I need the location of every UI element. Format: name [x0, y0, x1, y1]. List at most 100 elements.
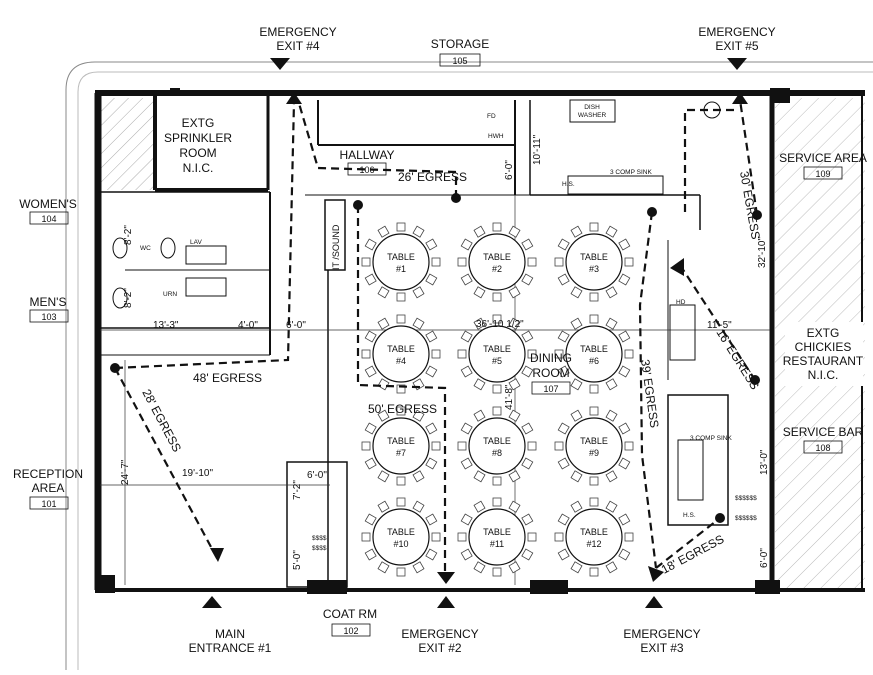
chair: [624, 349, 634, 359]
chair: [460, 238, 473, 251]
mens-name: MEN'S: [30, 295, 67, 309]
chair: [570, 225, 583, 238]
arrow-exit-2: [437, 572, 455, 584]
site-line-inner: [77, 71, 873, 670]
chair: [508, 225, 521, 238]
table-number: #7: [396, 448, 406, 458]
table-number: #5: [492, 356, 502, 366]
chair: [396, 476, 406, 486]
chair: [460, 365, 473, 378]
tables: TABLE#1TABLE#2TABLE#3TABLE#4TABLE#5TABLE…: [361, 222, 634, 577]
chair: [460, 273, 473, 286]
hd-label: HD: [676, 299, 686, 306]
chair: [492, 497, 502, 507]
chair: [361, 257, 371, 267]
chair: [618, 422, 631, 435]
chair: [460, 513, 473, 526]
chair: [605, 317, 618, 330]
dim-4-0: 4'-0": [238, 320, 258, 331]
table-top: [468, 417, 526, 475]
table-label: TABLE: [580, 344, 608, 354]
service-bar-name: SERVICE BAR: [783, 425, 864, 439]
chair: [521, 238, 534, 251]
dim-36-10: 36'-10 1/2": [476, 319, 524, 330]
arrow-exit-3: [648, 566, 664, 582]
sprinkler-hatch: [100, 98, 155, 190]
chair: [364, 422, 377, 435]
chair: [425, 365, 438, 378]
womens-name: WOMEN'S: [19, 197, 77, 211]
chickies-l3: RESTAURANT: [783, 354, 864, 368]
chair: [557, 330, 570, 343]
chair: [589, 476, 599, 486]
chair: [492, 292, 502, 302]
storage-name: STORAGE: [431, 37, 489, 51]
table-6: TABLE#6: [554, 314, 634, 394]
table-7: TABLE #7: [361, 406, 441, 486]
chair: [605, 286, 618, 299]
dim-8-2-top: 8'-2": [123, 225, 134, 245]
exit-4-line2: EXIT #4: [276, 39, 319, 53]
chair: [521, 513, 534, 526]
egress-path-28: [114, 367, 219, 561]
chair: [377, 378, 390, 391]
table-label: TABLE: [387, 436, 415, 446]
dim-13-0: 13'-0": [759, 449, 770, 475]
chair: [557, 457, 570, 470]
chair: [412, 225, 425, 238]
dimension-lines: [100, 195, 770, 585]
table-label: TABLE: [483, 527, 511, 537]
chair: [412, 470, 425, 483]
chair: [570, 286, 583, 299]
table-2: TABLE#2: [457, 222, 537, 302]
chair: [425, 238, 438, 251]
hallway-num: 106: [359, 165, 374, 175]
chair: [412, 500, 425, 513]
chair: [618, 457, 631, 470]
egress-path-39: [638, 211, 658, 569]
chair: [473, 561, 486, 574]
mens-num: 103: [41, 312, 56, 322]
table-1: TABLE#1: [361, 222, 441, 302]
chair: [396, 222, 406, 232]
dining-num: 107: [543, 384, 558, 394]
chair: [618, 330, 631, 343]
svg-text:$$$$$$: $$$$$$: [735, 495, 757, 502]
dim-6-0: 6'-0": [286, 320, 306, 331]
chair: [605, 409, 618, 422]
chair: [396, 497, 406, 507]
chair: [492, 476, 502, 486]
main-entrance-line1: MAIN: [215, 627, 245, 641]
chair: [557, 273, 570, 286]
storage-num: 105: [452, 56, 467, 66]
dim-6-0-coat: 6'-0": [307, 470, 327, 481]
egress-30-label: 30' EGRESS: [737, 170, 763, 240]
chair: [431, 257, 441, 267]
coat-num: 102: [343, 626, 358, 636]
chair: [557, 365, 570, 378]
chair: [361, 441, 371, 451]
chair: [492, 384, 502, 394]
svg-text:$$$$: $$$$: [312, 545, 327, 552]
sprinkler-l2: SPRINKLER: [164, 131, 232, 145]
chair: [521, 273, 534, 286]
svg-text:$$$$$$: $$$$$$: [735, 515, 757, 522]
chair: [570, 561, 583, 574]
table-top: [565, 325, 623, 383]
fd-label: FD: [487, 113, 496, 120]
dim-32-10: 32'-10": [757, 237, 768, 268]
chair: [605, 500, 618, 513]
chickies-l4: N.I.C.: [808, 368, 839, 382]
svg-text:$$$$: $$$$: [312, 535, 327, 542]
chair: [589, 314, 599, 324]
wc-label: WC: [140, 245, 151, 252]
chair: [492, 314, 502, 324]
chair: [605, 561, 618, 574]
chair: [605, 378, 618, 391]
chair: [377, 317, 390, 330]
chair: [589, 384, 599, 394]
fixtures: [112, 99, 721, 501]
dim-7-2: 7'-2": [292, 480, 303, 500]
egress-path-16: [679, 264, 756, 381]
